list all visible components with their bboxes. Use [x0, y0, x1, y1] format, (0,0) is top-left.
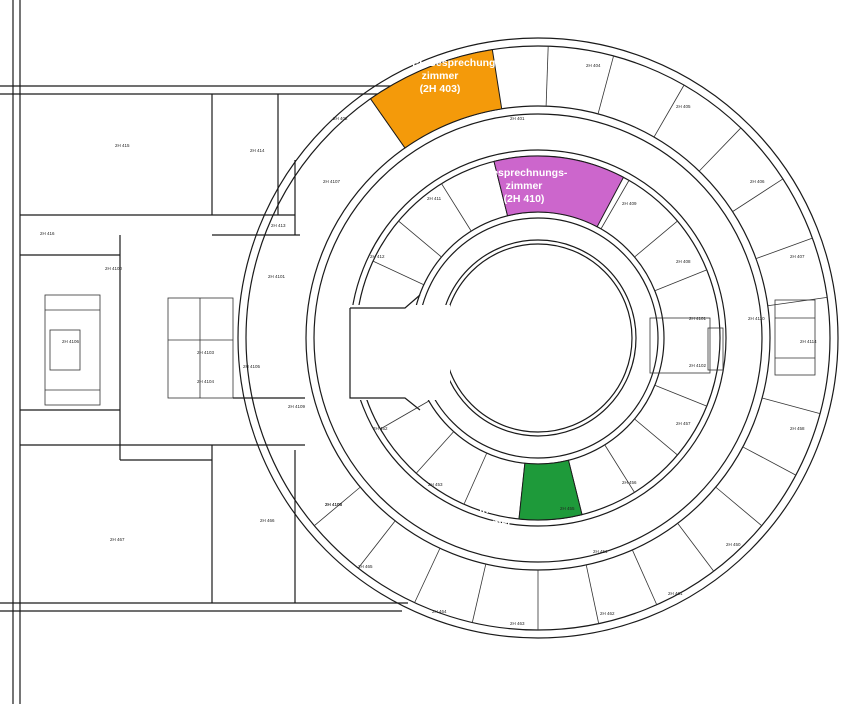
highlight-room-lektor[interactable]: Lektor_- innen- zimmer (2H 454)	[470, 459, 583, 542]
room-number-label: 2H 402	[333, 116, 348, 121]
spl-label-2: zimmer	[422, 70, 459, 82]
room-labels: 2H 415 2H 414 2H 4107 2H 402 2H 401 2H 404 2H …	[40, 63, 817, 626]
room-number-label: 2H 465	[358, 564, 373, 569]
room-number-label: 2H 407	[790, 254, 805, 259]
lek-label-2: innen-	[479, 504, 511, 516]
room-number-label: 2H 411	[427, 196, 442, 201]
room-number-label: 2H 452	[373, 426, 388, 431]
room-number-label: 2H 408	[676, 259, 691, 264]
room-number-label: 2H 4102	[689, 363, 707, 368]
highlight-room-spl[interactable]: SPL Besprechungs- zimmer (2H 403)	[369, 49, 506, 149]
room-number-label: 2H 412	[370, 254, 385, 259]
lek-label-1: Lektor_-	[474, 491, 516, 503]
room-number-label: 2H 401	[510, 116, 525, 121]
outer-walls	[0, 0, 408, 704]
lek-label-3: zimmer	[475, 517, 512, 529]
room-number-label: 2H 4108	[325, 502, 343, 507]
room-number-label: 2H 4105	[243, 364, 261, 369]
room-number-label: 2H 462	[600, 611, 615, 616]
round-building	[237, 37, 839, 639]
room-number-label: 2H 4101	[268, 274, 286, 279]
room-number-label: 2H 4114	[800, 339, 817, 344]
room-number-label: 2H 4107	[323, 179, 341, 184]
spl-label-1: SPL Besprechungs-	[405, 57, 505, 69]
room-number-label: 2H 406	[750, 179, 765, 184]
room-number-label: 2H 4110	[748, 316, 765, 321]
room-number-label: 2H 4100	[105, 266, 123, 271]
room-number-label: 2H 414	[250, 148, 265, 153]
room-number-label: 2H 467	[110, 537, 125, 542]
room-number-label: 2H 461	[668, 591, 683, 596]
room-number-label: 2H 456	[622, 480, 637, 485]
room-number-label: 2H 405	[676, 104, 691, 109]
room-number-label: 2H 458	[790, 426, 805, 431]
bes-label-3: (2H 410)	[504, 193, 545, 205]
room-number-label: 2H 409	[622, 201, 637, 206]
room-number-label: 2H 4106	[62, 339, 80, 344]
room-number-label: 2H 451	[593, 549, 608, 554]
bes-label-2: zimmer	[506, 180, 543, 192]
room-number-label: 2H 4103	[197, 350, 215, 355]
room-number-label: 2H 457	[676, 421, 691, 426]
lek-label-4: (2H 454)	[470, 530, 511, 542]
bes-label-1: Besprechnungs-	[485, 167, 568, 179]
room-number-label: 2H 413	[271, 223, 286, 228]
room-number-label: 2H 4101	[689, 316, 707, 321]
room-number-label: 2H 453	[428, 482, 443, 487]
room-number-label: 2H 466	[260, 518, 275, 523]
room-number-label: 2H 455	[560, 506, 575, 511]
room-number-label: 2H 415	[115, 143, 130, 148]
room-number-label: 2H 404	[586, 63, 601, 68]
room-number-label: 2H 4109	[288, 404, 306, 409]
highlight-room-besprechung[interactable]: Besprechnungs- zimmer (2H 410)	[485, 155, 625, 228]
room-number-label: 2H 4104	[197, 379, 215, 384]
room-number-label: 2H 416	[40, 231, 55, 236]
room-number-label: 2H 450	[726, 542, 741, 547]
room-number-label: 2H 464	[432, 609, 447, 614]
spl-label-3: (2H 403)	[420, 83, 461, 95]
room-number-label: 2H 4108	[325, 502, 343, 507]
room-number-label: 2H 463	[510, 621, 525, 626]
